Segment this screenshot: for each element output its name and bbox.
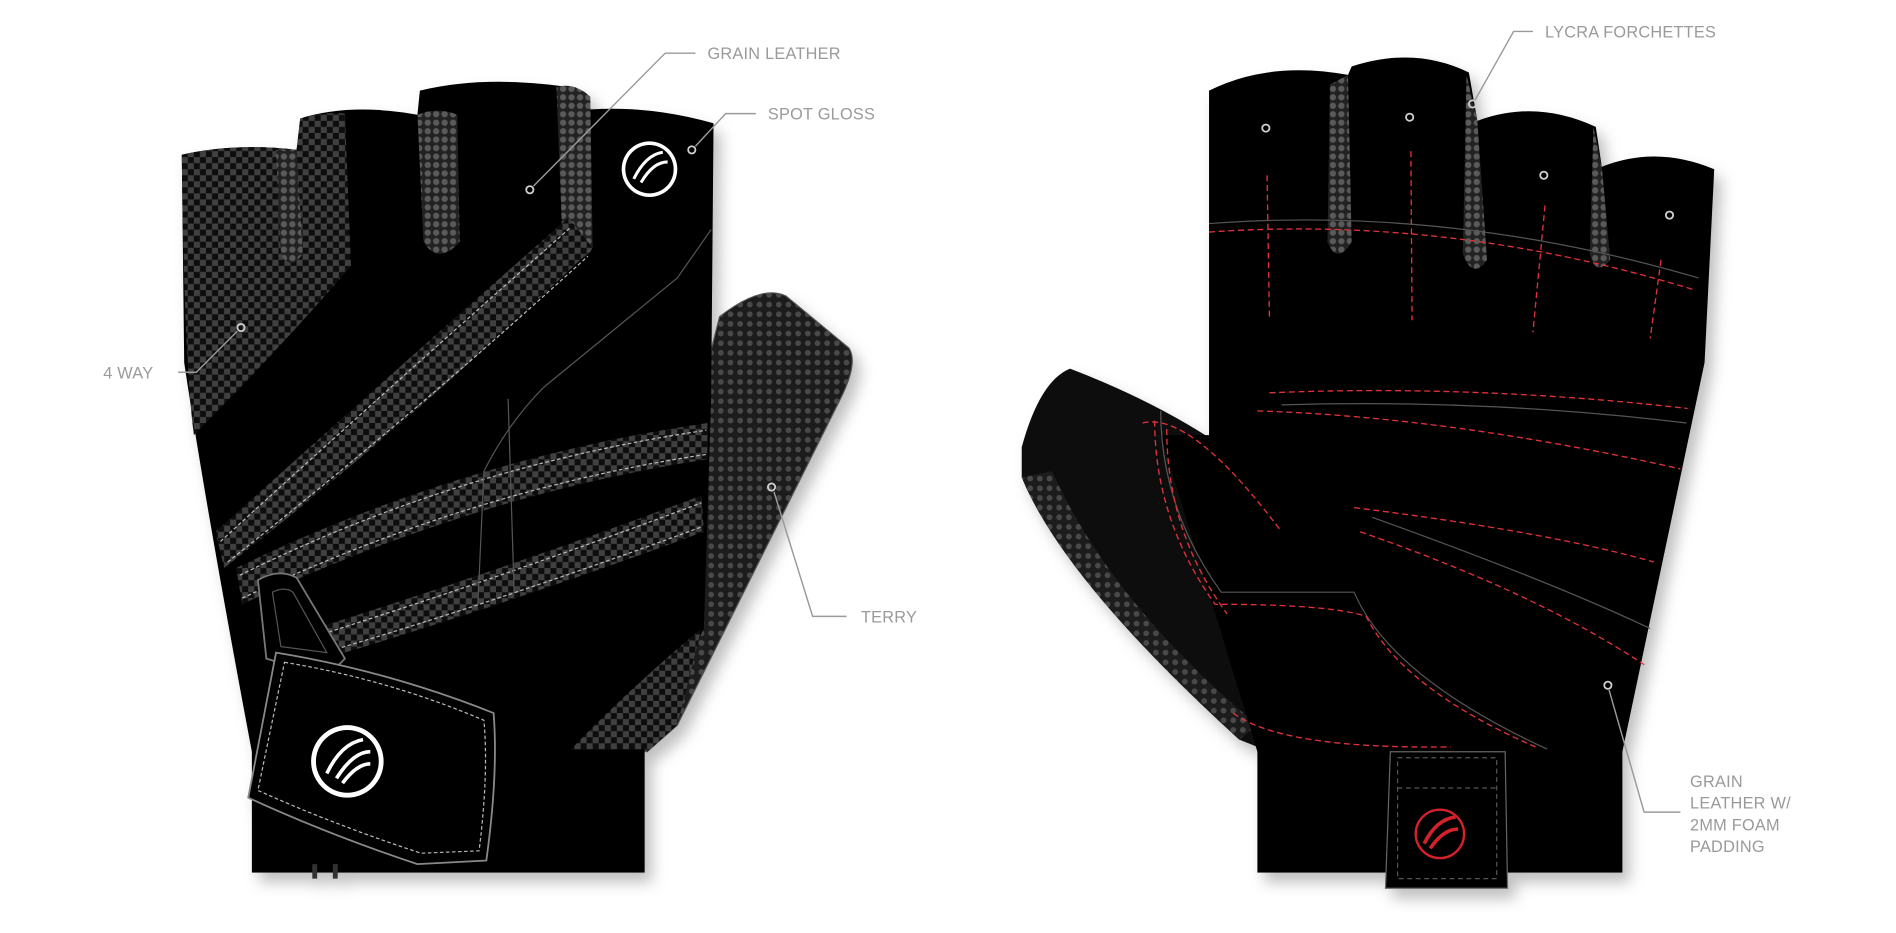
- callout-terry: TERRY: [767, 482, 917, 626]
- hand-logo-icon: [1414, 808, 1466, 860]
- forchette: [1462, 74, 1488, 269]
- callout-lycra-forchettes: LYCRA FORCHETTES: [1467, 23, 1716, 109]
- forchette: [556, 85, 593, 259]
- checker-band: [236, 422, 708, 605]
- label-terry: TERRY: [861, 608, 917, 626]
- label-spot-gloss: SPOT GLOSS: [768, 106, 875, 124]
- forchette: [276, 149, 303, 263]
- forchette: [1589, 126, 1611, 268]
- callout-four-way: 4 WAY: [103, 322, 246, 382]
- checker-band: [215, 217, 593, 569]
- label-padding-line4: PADDING: [1690, 838, 1765, 856]
- label-grain-leather: GRAIN LEATHER: [707, 45, 840, 63]
- label-padding-line1: GRAIN: [1690, 773, 1743, 791]
- callout-grain-leather-padding: GRAIN LEATHER W/ 2MM FOAM PADDING: [1603, 680, 1791, 856]
- hand-logo-icon: [311, 725, 384, 798]
- checker-band: [568, 628, 702, 752]
- glove-back-view: [181, 81, 853, 879]
- label-padding-line2: LEATHER W/: [1690, 795, 1791, 813]
- forchette: [417, 110, 460, 254]
- four-way-panel: [181, 112, 351, 436]
- label-padding-line3: 2MM FOAM: [1690, 816, 1780, 834]
- callout-grain-leather: GRAIN LEATHER: [525, 45, 841, 195]
- checker-band: [314, 495, 704, 659]
- label-four-way: 4 WAY: [103, 364, 153, 382]
- callout-spot-gloss: SPOT GLOSS: [687, 106, 875, 155]
- hand-logo-icon: [621, 141, 678, 197]
- label-lycra-forchettes: LYCRA FORCHETTES: [1545, 23, 1716, 41]
- forchette: [1327, 74, 1352, 254]
- glove-palm-view: [1021, 57, 1715, 889]
